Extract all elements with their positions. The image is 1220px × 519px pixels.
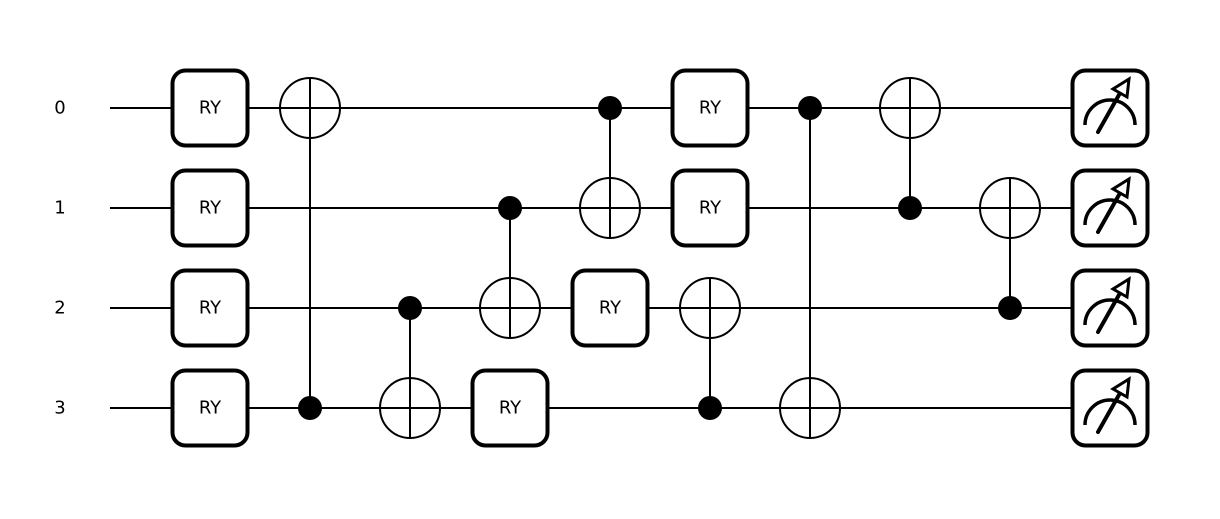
meter-arrowhead-icon	[1110, 176, 1131, 200]
gate-label: RY	[499, 398, 522, 419]
ry-gate: RY	[670, 68, 750, 148]
cnot-gate	[279, 77, 341, 420]
wire-label-0: 0	[54, 98, 65, 119]
gate-box	[170, 68, 250, 148]
ry-gate: RY	[170, 368, 250, 448]
gate-label: RY	[599, 298, 622, 319]
meter-arrowhead-icon	[1110, 276, 1131, 300]
cnot-control-dot	[998, 296, 1022, 320]
wire-labels-layer: 0 1 2 3	[54, 98, 65, 419]
measurement	[1070, 168, 1150, 248]
gate-label: RY	[199, 98, 222, 119]
ry-gate: RY	[470, 368, 550, 448]
measurement	[1070, 268, 1150, 348]
gate-label: RY	[699, 98, 722, 119]
meter-arc-icon	[1083, 298, 1137, 326]
wire-label-3: 3	[54, 398, 65, 419]
cnot-control-dot	[898, 196, 922, 220]
cnot-control-dot	[798, 96, 822, 120]
gate-box	[170, 268, 250, 348]
gate-label: RY	[199, 298, 222, 319]
cnot-control-dot	[598, 96, 622, 120]
gate-box	[170, 168, 250, 248]
cnot-gate	[879, 77, 941, 220]
measurement	[1070, 368, 1150, 448]
ry-gate: RY	[670, 168, 750, 248]
meter-arrowhead-icon	[1110, 76, 1131, 100]
gate-box	[170, 368, 250, 448]
measurement	[1070, 68, 1150, 148]
cnot-control-dot	[498, 196, 522, 220]
ry-gate: RY	[570, 268, 650, 348]
wire-label-1: 1	[54, 198, 65, 219]
cnot-control-dot	[298, 396, 322, 420]
wires-layer	[110, 107, 1075, 409]
cnot-gate	[579, 96, 641, 239]
cnot-control-dot	[398, 296, 422, 320]
meter-arc-icon	[1083, 98, 1137, 126]
cnot-gate	[479, 196, 541, 339]
cnot-gate	[979, 177, 1041, 320]
cnot-gate	[779, 96, 841, 439]
gate-box	[470, 368, 550, 448]
gate-label: RY	[699, 198, 722, 219]
wire-label-2: 2	[54, 298, 65, 319]
gate-box	[670, 68, 750, 148]
gate-box	[570, 268, 650, 348]
meter-arc-icon	[1083, 198, 1137, 226]
cnot-control-dot	[698, 396, 722, 420]
meter-arrowhead-icon	[1110, 376, 1131, 400]
ry-gate: RY	[170, 168, 250, 248]
ry-gate: RY	[170, 268, 250, 348]
meter-arc-icon	[1083, 398, 1137, 426]
gate-label: RY	[199, 398, 222, 419]
gate-box	[670, 168, 750, 248]
ry-gate: RY	[170, 68, 250, 148]
cnot-gate	[379, 296, 441, 439]
gate-label: RY	[199, 198, 222, 219]
operations-layer: RY RY RY RY RY RY RY RY	[170, 68, 1150, 448]
cnot-gate	[679, 277, 741, 420]
